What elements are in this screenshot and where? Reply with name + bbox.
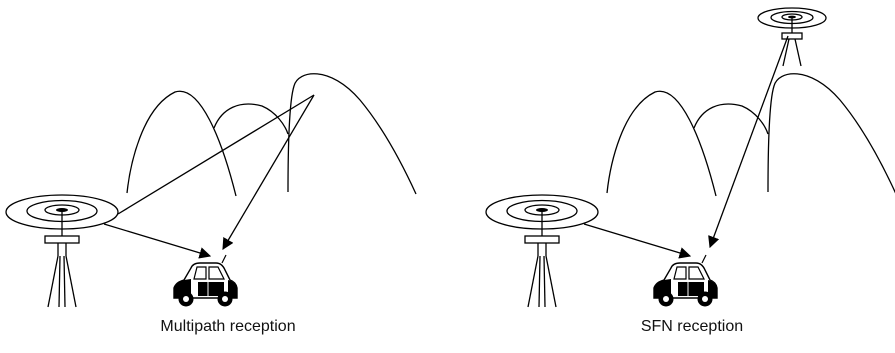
signal-path-direct — [584, 224, 690, 256]
car-icon — [174, 255, 237, 307]
multipath-caption: Multipath reception — [98, 318, 358, 336]
transmitter-tower-icon — [486, 195, 598, 307]
transmitter-tower-icon — [6, 195, 118, 307]
mountain-icon — [127, 74, 416, 196]
signal-path-sfn — [710, 36, 788, 247]
car-icon — [654, 255, 717, 307]
multipath-panel — [6, 74, 416, 307]
mountain-transmitter-icon — [758, 8, 826, 66]
sfn-panel — [486, 8, 895, 307]
signal-path-direct — [104, 224, 210, 256]
sfn-caption: SFN reception — [562, 318, 822, 336]
signal-path-reflected — [118, 95, 314, 249]
